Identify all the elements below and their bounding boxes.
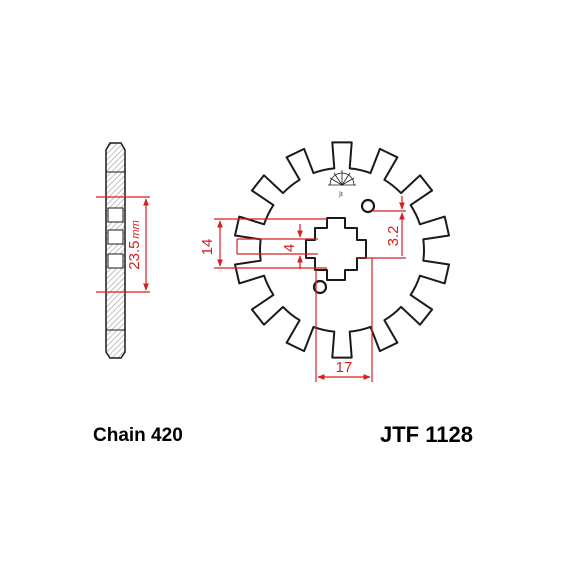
hole-offset-label: 3.2 (385, 226, 402, 247)
spline-width-label: 4 (281, 244, 298, 252)
base-width-label: 17 (336, 359, 353, 376)
side-hub-notch-2 (107, 229, 124, 245)
side-width-label: 23.5mm (126, 220, 143, 270)
jt-sun-logo-icon: jt (328, 170, 356, 198)
hole-offset-dimension (357, 196, 406, 259)
side-profile-view: 23.5mm (96, 142, 150, 359)
spline-hub-outline (305, 217, 367, 281)
spline-depth-label: 14 (199, 239, 216, 256)
side-hub-notch-1 (107, 207, 124, 223)
mounting-hole-top (360, 198, 376, 214)
part-number: JTF 1128 (380, 422, 473, 447)
front-sprocket-view: jt 14 4 3.2 (199, 141, 450, 382)
spline-width-dimension (236, 224, 318, 269)
chain-label: Chain 420 (93, 425, 183, 446)
spline-depth-dimension (214, 218, 327, 269)
svg-text:jt: jt (338, 190, 343, 198)
mounting-hole-bottom (312, 279, 328, 295)
base-width-dimension (315, 258, 373, 382)
side-profile-body (105, 142, 126, 359)
side-width-dimension (96, 196, 150, 293)
side-hub-notch-3 (107, 253, 124, 269)
